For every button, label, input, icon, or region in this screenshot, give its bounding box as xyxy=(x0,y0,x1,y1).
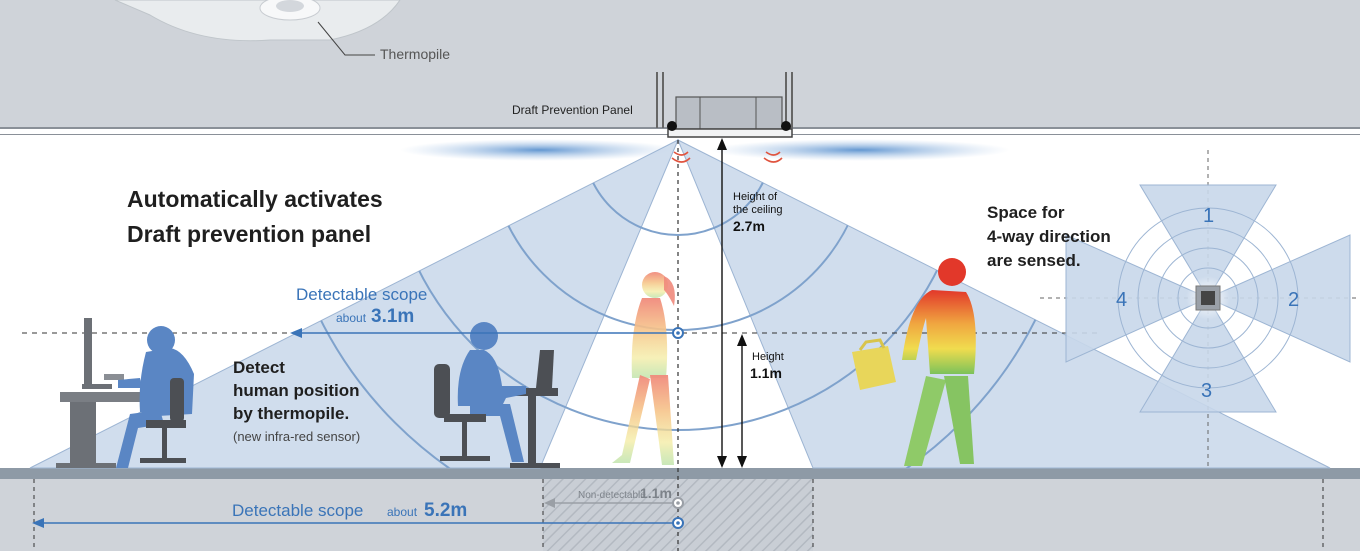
detectable-scope-arrow-top xyxy=(290,327,684,339)
ceiling-height-dimension xyxy=(717,138,727,468)
scope-about: about xyxy=(336,311,367,325)
detect-line-3: by thermopile. xyxy=(233,404,349,423)
seated-person-desk-middle xyxy=(434,322,560,468)
sensor-wave-left xyxy=(671,151,691,163)
draft-prevention-panel xyxy=(656,72,793,138)
walking-person-woman xyxy=(612,272,675,465)
nondetectable-arrow xyxy=(544,497,684,509)
ceiling-label-2: the ceiling xyxy=(733,204,783,216)
thermopile-device-image xyxy=(114,0,401,42)
space-line-3: are sensed. xyxy=(987,251,1081,270)
ceiling-label-1: Height of xyxy=(733,191,778,203)
airflow-right xyxy=(710,139,1010,161)
direction-number-1: 1 xyxy=(1203,205,1214,227)
nondetectable-value: 1.1m xyxy=(640,485,672,501)
floor-guide-lines xyxy=(33,479,1324,551)
scope2-value: 5.2m xyxy=(424,500,467,521)
direction-number-3: 3 xyxy=(1201,380,1212,402)
nondetectable-zone xyxy=(543,479,813,551)
ceiling-value: 2.7m xyxy=(733,218,765,234)
thermopile-label: Thermopile xyxy=(380,46,450,62)
floor-surface xyxy=(0,468,1360,479)
detectable-scope-arrow-bottom xyxy=(32,517,684,529)
headline-line-2: Draft prevention panel xyxy=(127,221,371,247)
four-way-sensor-diagram xyxy=(1040,150,1360,470)
walking-person-man xyxy=(852,258,976,466)
detect-note: (new infra-red sensor) xyxy=(233,429,360,444)
scope-label: Detectable scope xyxy=(296,285,427,304)
detect-line-2: human position xyxy=(233,381,360,400)
direction-number-4: 4 xyxy=(1116,289,1127,311)
scope2-label: Detectable scope xyxy=(232,501,363,520)
nondetectable-label: Non-detectable xyxy=(578,490,646,501)
headline-line-1: Automatically activates xyxy=(127,186,383,212)
detect-line-1: Detect xyxy=(233,358,285,377)
panel-label: Draft Prevention Panel xyxy=(512,103,633,117)
scope2-about: about xyxy=(387,505,418,519)
space-line-2: 4-way direction xyxy=(987,227,1111,246)
seated-person-desk-left xyxy=(56,318,194,468)
direction-number-2: 2 xyxy=(1288,289,1299,311)
height-dimension xyxy=(737,334,747,468)
airflow-left xyxy=(400,139,680,161)
space-line-1: Space for xyxy=(987,203,1065,222)
scope-value: 3.1m xyxy=(371,306,414,327)
sensor-wave-right xyxy=(763,151,783,163)
height-label: Height xyxy=(752,351,784,363)
thermopile-leader xyxy=(317,21,375,56)
height-value: 1.1m xyxy=(750,365,782,381)
